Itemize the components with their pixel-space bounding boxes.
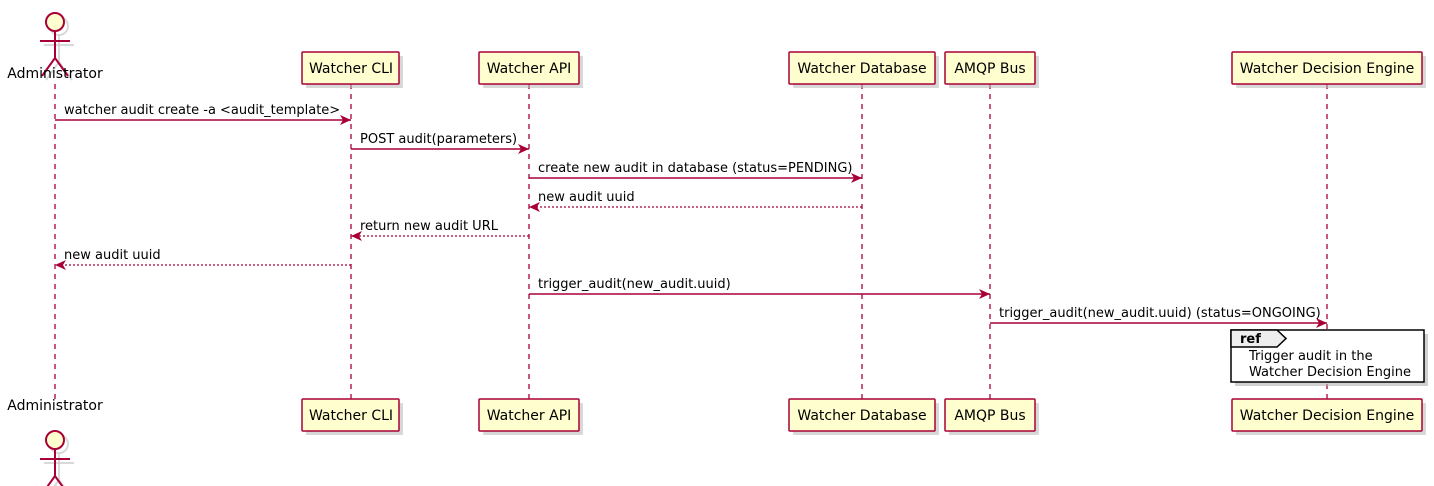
actor-leg-left-shadow — [45, 61, 60, 81]
ref-tab — [1230, 329, 1288, 348]
message-arrowhead — [529, 202, 540, 212]
actor-leg-left-shadow — [53, 479, 60, 486]
message-4: new audit uuid — [529, 190, 862, 212]
participant-label: Watcher API — [487, 408, 572, 424]
actor-label: Administrator — [7, 398, 103, 414]
participant-label: AMQP Bus — [954, 408, 1025, 424]
actor-leg-left — [46, 475, 56, 486]
participant-label: Watcher Database — [797, 61, 926, 77]
message-8: trigger_audit(new_audit.uuid) (status=ON… — [990, 306, 1327, 328]
participant-box-rect — [944, 398, 1036, 432]
message-label: return new audit URL — [360, 219, 499, 234]
message-arrowhead — [340, 115, 351, 125]
message-1: watcher audit create -a <audit_template> — [55, 103, 351, 125]
actor-administrator-top[interactable]: Administrator — [7, 12, 103, 82]
participants-group: Watcher CLI Watcher CLI Watcher API Watcher… — [301, 51, 1426, 435]
actor-leg-right — [54, 57, 69, 77]
message-label: trigger_audit(new_audit.uuid) — [538, 277, 731, 292]
participant-box-rect — [1231, 51, 1423, 85]
participant-box-rect — [788, 398, 936, 432]
message-7: trigger_audit(new_audit.uuid) — [529, 277, 990, 299]
message-label: POST audit(parameters) — [360, 132, 517, 147]
message-arrowhead — [518, 144, 529, 154]
participant-box-rect — [1231, 398, 1423, 432]
participant-box-api-top[interactable]: Watcher API — [478, 51, 583, 88]
ref-tab-label: ref — [1240, 332, 1261, 347]
message-2: POST audit(parameters) — [351, 132, 529, 154]
participant-box-db-bottom[interactable]: Watcher Database — [788, 398, 939, 435]
participant-box-rect — [478, 51, 580, 85]
ref-line: Trigger audit in the — [1248, 349, 1373, 364]
participant-box-engine-top[interactable]: Watcher Decision Engine — [1231, 51, 1426, 88]
participant-label: Watcher Decision Engine — [1240, 61, 1414, 77]
actor-label: Administrator — [7, 66, 103, 82]
participant-box-rect — [478, 398, 580, 432]
message-arrowhead — [979, 289, 990, 299]
message-label: new audit uuid — [64, 248, 161, 263]
participant-box-engine-bottom[interactable]: Watcher Decision Engine — [1231, 398, 1426, 435]
participant-label: Watcher Decision Engine — [1240, 408, 1414, 424]
participant-label: Watcher CLI — [309, 408, 393, 424]
participant-box-cli-top[interactable]: Watcher CLI — [301, 51, 403, 88]
message-arrowhead — [351, 231, 362, 241]
message-label: new audit uuid — [538, 190, 635, 205]
actor-head-icon — [45, 12, 65, 32]
participant-box-amqp-bottom[interactable]: AMQP Bus — [944, 398, 1039, 435]
message-arrowhead — [851, 173, 862, 183]
participant-label: AMQP Bus — [954, 61, 1025, 77]
participant-box-rect — [944, 51, 1036, 85]
message-label: create new audit in database (status=PEN… — [538, 161, 853, 176]
participant-box-amqp-top[interactable]: AMQP Bus — [944, 51, 1039, 88]
message-3: create new audit in database (status=PEN… — [529, 161, 862, 183]
message-arrowhead — [55, 260, 66, 270]
ref-line: Watcher Decision Engine — [1249, 365, 1411, 380]
actor-administrator-bottom[interactable]: Administrator — [7, 398, 103, 486]
actor-head-icon — [45, 430, 65, 450]
participant-box-rect — [788, 51, 936, 85]
message-5: return new audit URL — [351, 219, 529, 241]
participant-box-rect — [301, 51, 400, 85]
lifelines-group — [54, 84, 1328, 399]
message-arrowhead — [1316, 318, 1327, 328]
actor-leg-right — [54, 475, 64, 486]
message-label: trigger_audit(new_audit.uuid) (status=ON… — [999, 306, 1321, 321]
participant-box-db-top[interactable]: Watcher Database — [788, 51, 939, 88]
message-label: watcher audit create -a <audit_template> — [64, 103, 340, 118]
message-6: new audit uuid — [55, 248, 351, 270]
participant-label: Watcher API — [487, 61, 572, 77]
participant-box-cli-bottom[interactable]: Watcher CLI — [301, 398, 403, 435]
actor-leg-left — [41, 57, 56, 77]
participant-box-api-bottom[interactable]: Watcher API — [478, 398, 583, 435]
messages-group: watcher audit create -a <audit_template>… — [55, 103, 1327, 328]
participant-label: Watcher Database — [797, 408, 926, 424]
participant-label: Watcher CLI — [309, 61, 393, 77]
participant-box-rect — [301, 398, 400, 432]
